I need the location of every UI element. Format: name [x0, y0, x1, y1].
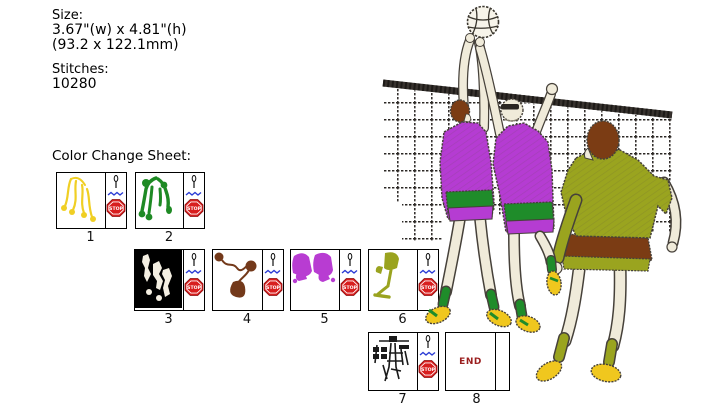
embroidery-design-volleyball [382, 5, 682, 383]
player-middle-glasses [501, 104, 519, 110]
color-step-5-preview [291, 250, 339, 310]
color-step-2-number: 2 [164, 230, 174, 245]
color-step-2[interactable]: STOP [135, 172, 205, 229]
thread-preview-yellow [61, 176, 96, 222]
svg-text:STOP: STOP [266, 285, 280, 291]
color-step-3-preview [135, 250, 183, 310]
color-step-6-number: 6 [398, 312, 407, 327]
color-step-7[interactable]: STOP [368, 332, 439, 391]
stop-sign-icon: STOP [340, 278, 360, 296]
color-step-4-stop-panel: STOP [262, 250, 283, 310]
color-step-5-number: 5 [320, 312, 329, 327]
color-step-5[interactable]: STOP [290, 249, 361, 311]
stop-sign-icon: STOP [106, 199, 126, 217]
color-step-3-stop-panel: STOP [183, 250, 204, 310]
stop-sign-icon: STOP [263, 278, 283, 296]
svg-text:STOP: STOP [421, 285, 435, 291]
color-step-3[interactable]: STOP [134, 249, 205, 311]
color-step-6-preview [369, 250, 417, 310]
thread-wave-icon [419, 269, 436, 274]
thread-wave-icon [419, 351, 436, 356]
stop-sign-icon: STOP [418, 278, 438, 296]
thread-wave-icon [341, 269, 358, 274]
player-right [535, 120, 682, 383]
stitches-value: 10280 [52, 76, 97, 92]
color-step-2-preview [136, 173, 183, 228]
svg-text:STOP: STOP [343, 285, 357, 291]
net-top-band [382, 79, 673, 119]
color-step-6[interactable]: STOP [368, 249, 439, 311]
color-step-1-number: 1 [86, 230, 95, 245]
svg-text:STOP: STOP [187, 285, 201, 291]
volleyball-icon [466, 5, 500, 39]
svg-text:STOP: STOP [421, 367, 435, 373]
color-step-6-stop-panel: STOP [417, 250, 438, 310]
size-mm: (93.2 x 122.1mm) [52, 37, 179, 53]
thread-wave-icon [185, 269, 202, 274]
color-step-4[interactable]: STOP [212, 249, 284, 311]
stop-sign-icon: STOP [184, 199, 204, 217]
color-step-7-number: 7 [398, 392, 407, 407]
player-middle [475, 37, 562, 333]
color-step-8-number: 8 [472, 392, 481, 407]
color-step-8-empty-panel [495, 333, 509, 390]
color-step-4-preview [213, 250, 262, 310]
stitches-label: Stitches: [52, 62, 109, 77]
color-step-1-preview [57, 173, 105, 228]
color-step-1-stop-panel: STOP [105, 173, 126, 228]
svg-text:STOP: STOP [109, 206, 123, 212]
thread-wave-icon [107, 191, 124, 196]
svg-text:STOP: STOP [187, 206, 201, 212]
color-change-sheet-title: Color Change Sheet: [52, 148, 192, 164]
color-step-5-stop-panel: STOP [339, 250, 360, 310]
color-step-4-number: 4 [242, 312, 252, 327]
stop-sign-icon: STOP [184, 278, 204, 296]
size-label: Size: [52, 8, 84, 23]
thread-wave-icon [185, 191, 202, 196]
stop-sign-icon: STOP [418, 360, 438, 378]
thread-wave-icon [264, 269, 281, 274]
design-info: Size: 3.67"(w) x 4.81"(h) (93.2 x 122.1m… [52, 8, 187, 92]
color-step-7-stop-panel: STOP [417, 333, 438, 390]
color-step-7-preview [369, 333, 417, 390]
color-step-3-number: 3 [164, 312, 173, 327]
player-left [425, 33, 512, 328]
color-step-1[interactable]: STOP [56, 172, 127, 229]
size-inches: 3.67"(w) x 4.81"(h) [52, 22, 187, 38]
end-label: END [459, 356, 482, 367]
color-step-8[interactable]: END [445, 332, 510, 391]
color-step-2-stop-panel: STOP [183, 173, 204, 228]
